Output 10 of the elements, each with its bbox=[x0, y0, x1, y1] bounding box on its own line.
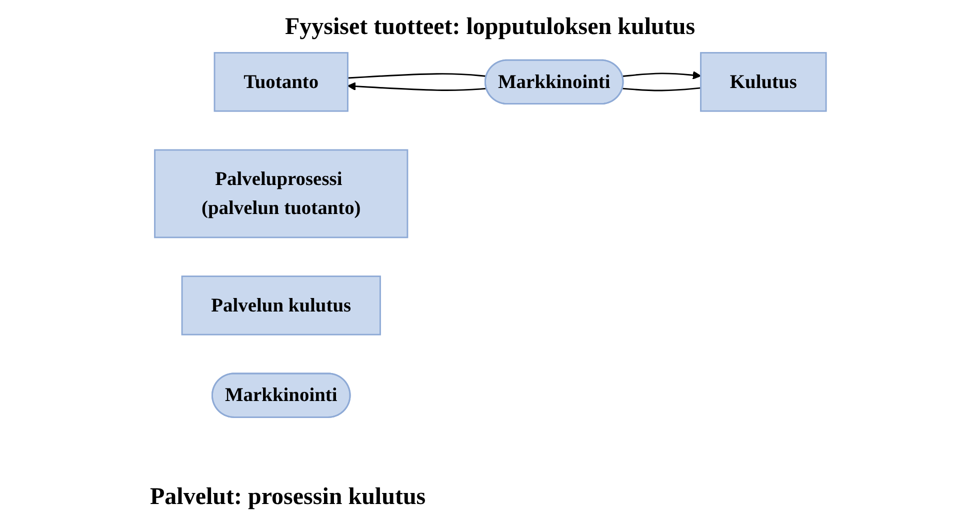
connector bbox=[347, 73, 486, 79]
diagram-title: Fyysiset tuotteet: lopputuloksen kulutus bbox=[284, 14, 696, 41]
node-box: Kulutus bbox=[700, 52, 826, 112]
section-heading: Palvelut: prosessin kulutus bbox=[150, 484, 426, 511]
arrow bbox=[346, 82, 486, 92]
node-box: Tuotanto bbox=[213, 52, 348, 112]
arrow bbox=[622, 70, 701, 80]
connector bbox=[622, 87, 700, 92]
node-box: Palveluprosessi (palvelun tuotanto) bbox=[154, 149, 408, 238]
node-box: Palvelun kulutus bbox=[180, 276, 381, 336]
